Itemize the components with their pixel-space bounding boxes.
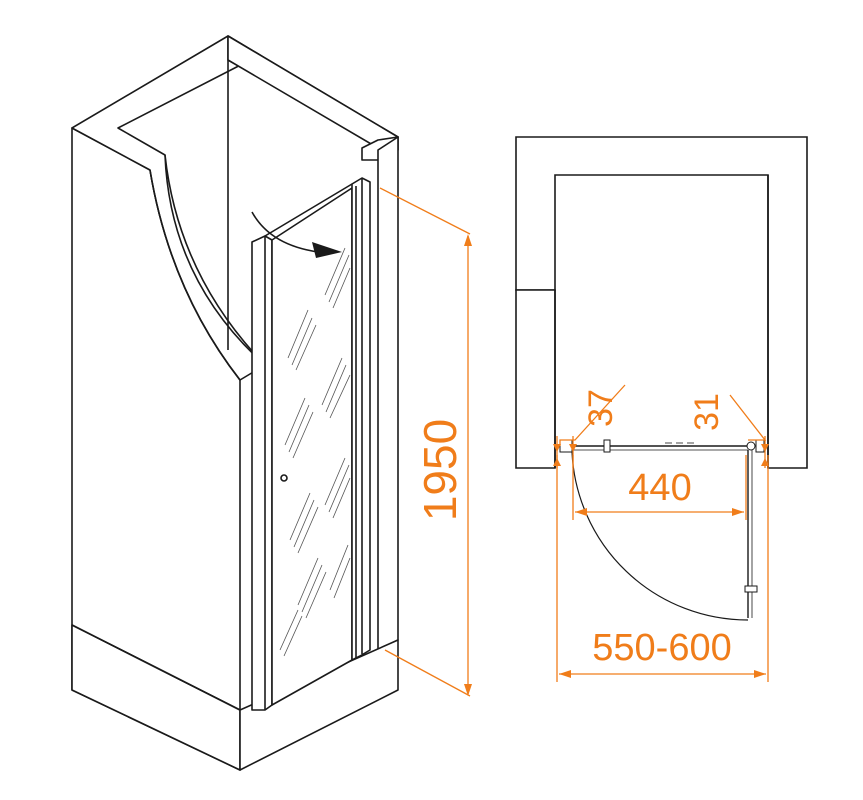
plan-dimensions [556, 384, 769, 682]
arrow-range-right [754, 670, 766, 678]
arrow-height-top [464, 234, 472, 246]
right-offset-leader [729, 394, 767, 441]
arrow-37-left-b [553, 458, 561, 466]
plan-hinge-right [746, 441, 756, 451]
right-offset-label: 31 [688, 393, 726, 431]
dim-arrows [464, 234, 769, 696]
curved-arrow-icon [251, 211, 319, 253]
height-label: 1950 [414, 419, 466, 521]
right-door-profile [351, 177, 371, 661]
door-width-label: 440 [628, 467, 691, 509]
opening-range-label: 550-600 [592, 627, 731, 669]
plan-handle-open [744, 585, 758, 593]
round-knob-icon [280, 474, 288, 482]
left-wall-curve-inner [164, 154, 266, 366]
plan-left-wall [515, 289, 556, 469]
curved-arrow-head [312, 242, 342, 258]
base-slab-line [71, 624, 241, 711]
height-ext-bottom [384, 649, 471, 697]
plan-view [515, 136, 808, 621]
glass-texture [279, 247, 351, 657]
plan-outer-wall [515, 136, 808, 469]
arrow-height-bottom [464, 684, 472, 696]
arrow-31-right [761, 458, 769, 466]
arrow-31-left [761, 444, 769, 452]
height-ext-top [379, 187, 471, 235]
left-offset-label: 37 [582, 389, 620, 427]
arrow-37-left [553, 444, 561, 452]
left-door-profile [251, 235, 273, 711]
arrow-440-right [732, 508, 744, 516]
height-dimension [379, 187, 471, 697]
door-glass [271, 187, 353, 706]
plan-handle [603, 439, 611, 453]
isometric-view [71, 35, 399, 771]
arrow-440-left [575, 508, 587, 516]
right-wall-front [377, 136, 399, 651]
left-wall-curve [149, 169, 241, 381]
door-top-edge [264, 183, 353, 237]
arrow-37-right [569, 444, 577, 452]
back-wall-top [227, 35, 399, 149]
plan-swing-arc [571, 451, 749, 621]
arrow-range-left [559, 670, 571, 678]
